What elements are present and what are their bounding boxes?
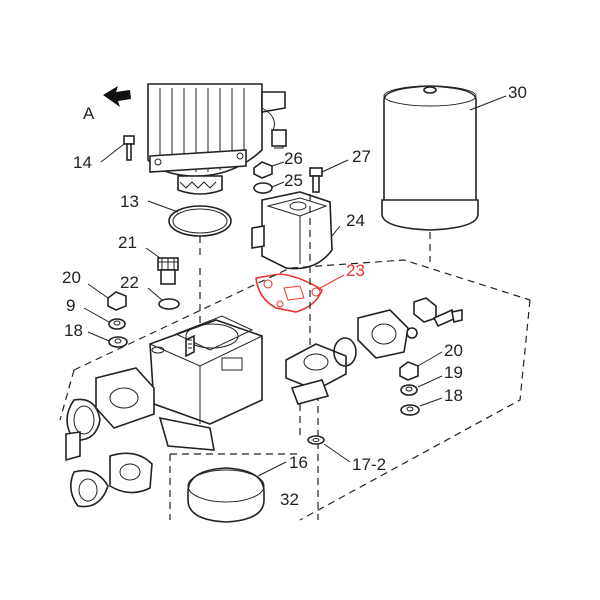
main-housing[interactable] [149, 315, 263, 425]
callout-32: 32 [280, 490, 299, 509]
nut-26[interactable] [253, 161, 285, 179]
view-arrow-icon [103, 86, 131, 107]
view-label-a: A [83, 104, 95, 123]
gasket-23[interactable] [255, 273, 345, 313]
callout-30: 30 [508, 83, 527, 102]
callout-19: 19 [444, 363, 463, 382]
washer-18-left[interactable] [87, 331, 128, 348]
bolt-27[interactable] [309, 159, 349, 193]
washer-18-right[interactable] [400, 397, 443, 416]
washer-22[interactable] [147, 287, 180, 310]
callout-20-left: 20 [62, 268, 81, 287]
o-ring-13[interactable] [147, 200, 232, 237]
callout-24: 24 [346, 211, 365, 230]
callout-14: 14 [73, 153, 92, 172]
callout-20-right: 20 [444, 341, 463, 360]
callout-21: 21 [118, 233, 137, 252]
callout-18-right: 18 [444, 386, 463, 405]
callout-18-left: 18 [64, 321, 83, 340]
right-flange-assembly[interactable] [285, 297, 463, 405]
washer-25[interactable] [253, 181, 285, 194]
gear-21[interactable] [145, 247, 179, 285]
callout-labels: A 14 13 21 20 22 9 18 26 25 27 24 23 30 … [62, 83, 527, 509]
washer-17-2[interactable] [307, 435, 351, 463]
washer-19-right[interactable] [400, 375, 443, 396]
nut-20-right[interactable] [399, 351, 443, 381]
callout-9: 9 [66, 296, 75, 315]
cover-16[interactable] [187, 461, 287, 523]
callout-13: 13 [120, 192, 139, 211]
callout-27: 27 [352, 147, 371, 166]
callout-23: 23 [346, 261, 365, 280]
motor-assembly[interactable] [147, 83, 287, 195]
callout-16: 16 [289, 453, 308, 472]
left-manifold[interactable] [65, 367, 215, 508]
bolt-14[interactable] [100, 135, 135, 163]
callout-26: 26 [284, 149, 303, 168]
filter-30[interactable] [381, 85, 507, 231]
washer-9-left[interactable] [83, 307, 126, 330]
callout-25: 25 [284, 171, 303, 190]
callout-22: 22 [120, 273, 139, 292]
nut-20-left[interactable] [87, 283, 127, 311]
callout-17-2: 17-2 [352, 455, 386, 474]
valve-body-24[interactable] [251, 191, 341, 270]
